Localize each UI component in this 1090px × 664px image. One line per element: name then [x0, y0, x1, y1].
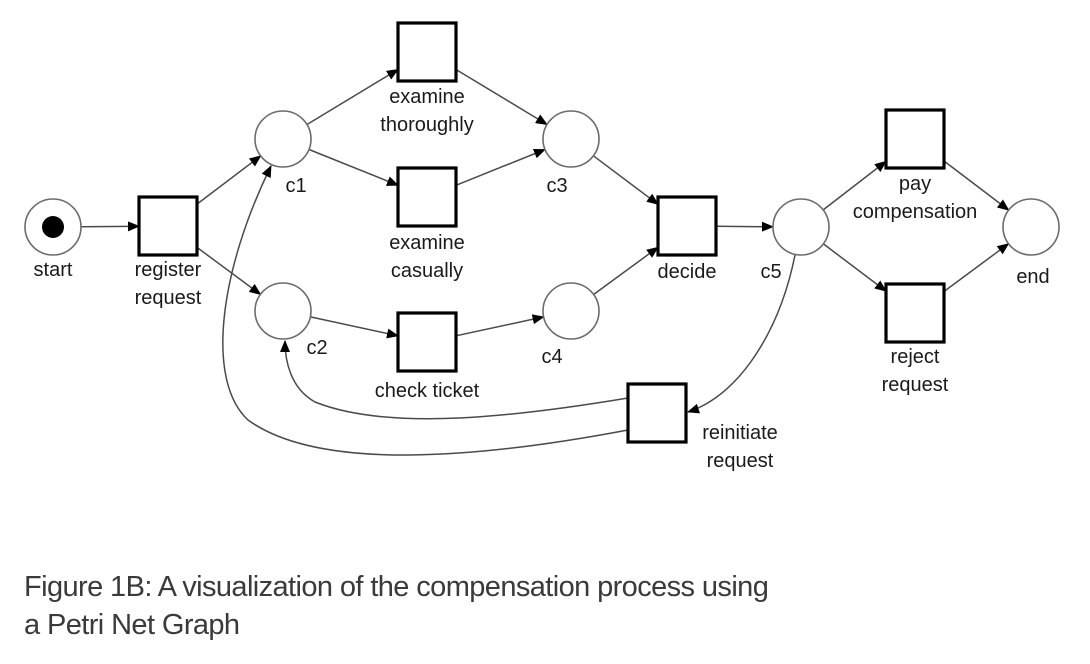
place-label: c4 — [541, 346, 562, 368]
arc-pay-to-end — [943, 160, 1010, 211]
place-c4[interactable]: c4 — [541, 282, 600, 368]
arc-examine-casually-to-c3 — [455, 148, 546, 186]
arc-examine-thoroughly-to-c3 — [455, 68, 548, 126]
place-label: c2 — [306, 337, 327, 359]
arc-c3-to-decide — [592, 155, 659, 205]
transition-label: reinitiate — [702, 422, 778, 444]
transition-label: request — [135, 287, 202, 309]
transition-label: decide — [658, 261, 717, 283]
place-c5[interactable]: c5 — [760, 198, 830, 283]
transition-reinitiate[interactable]: reinitiate request — [626, 382, 778, 472]
arc-c2-to-check-ticket — [310, 316, 399, 339]
arc-c1-to-examine-thoroughly — [306, 68, 399, 126]
place-circle[interactable] — [772, 198, 830, 256]
place-circle[interactable] — [254, 282, 312, 340]
arc-c1-to-examine-casually — [308, 148, 399, 186]
transition-box[interactable] — [396, 166, 458, 228]
transition-label: check ticket — [375, 380, 480, 402]
place-label: start — [34, 259, 73, 281]
place-circle[interactable] — [254, 110, 312, 168]
place-c1[interactable]: c1 — [254, 110, 312, 197]
transition-pay[interactable]: pay compensation — [853, 108, 978, 223]
place-c2[interactable]: c2 — [254, 282, 328, 359]
transition-label: thoroughly — [380, 114, 473, 136]
place-label: c3 — [546, 175, 567, 197]
caption-line-2: a Petri Net Graph — [24, 609, 240, 641]
transition-check-ticket[interactable]: check ticket — [375, 311, 480, 402]
place-c3[interactable]: c3 — [542, 110, 600, 197]
place-label: c1 — [285, 175, 306, 197]
place-circle[interactable] — [1002, 198, 1060, 256]
transition-register[interactable]: register request — [135, 195, 202, 309]
transition-box[interactable] — [396, 21, 458, 83]
transition-box[interactable] — [884, 108, 946, 170]
transition-box[interactable] — [626, 382, 688, 444]
place-end[interactable]: end — [1002, 198, 1060, 288]
token — [42, 216, 64, 238]
transition-box[interactable] — [884, 282, 946, 344]
transition-decide[interactable]: decide — [656, 195, 718, 283]
arc-c5-to-reject — [822, 243, 887, 292]
arc-start-to-register — [80, 221, 140, 232]
arc-reinitiate-to-c1 — [222, 165, 629, 456]
petri-net-diagram: start c1 c2 c3 c4 c5 end register request examine… — [24, 21, 1060, 472]
arc-check-ticket-to-c4 — [455, 314, 545, 337]
caption-line-1: Figure 1B: A visualization of the compen… — [24, 571, 769, 603]
place-label: end — [1016, 266, 1049, 288]
figure-caption: Figure 1B: A visualization of the compen… — [24, 568, 1024, 644]
transition-label: register — [135, 259, 202, 281]
arc-register-to-c2 — [196, 246, 262, 296]
transition-examine-thoroughly[interactable]: examine thoroughly — [380, 21, 474, 136]
arc-register-to-c1 — [196, 155, 262, 205]
arc-c4-to-decide — [593, 246, 659, 296]
place-start[interactable]: start — [24, 198, 82, 281]
arc-reinitiate-to-c2 — [280, 340, 629, 420]
arc-reject-to-end — [943, 243, 1010, 293]
arcs-layer — [80, 68, 1010, 456]
nodes-layer: start c1 c2 c3 c4 c5 end register request examine… — [24, 21, 1060, 472]
place-circle[interactable] — [542, 282, 600, 340]
transition-box[interactable] — [656, 195, 718, 257]
transition-label: reject — [891, 346, 940, 368]
transition-label: casually — [391, 260, 463, 282]
place-label: c5 — [760, 261, 781, 283]
transition-label: examine — [389, 86, 465, 108]
transition-examine-casually[interactable]: examine casually — [389, 166, 465, 282]
transition-label: pay — [899, 173, 931, 195]
transition-box[interactable] — [396, 311, 458, 373]
transition-box[interactable] — [137, 195, 199, 257]
place-circle[interactable] — [542, 110, 600, 168]
transition-label: request — [882, 374, 949, 396]
arc-c5-to-reinitiate — [687, 254, 796, 414]
transition-reject[interactable]: reject request — [882, 282, 949, 396]
transition-label: compensation — [853, 201, 978, 223]
arc-decide-to-c5 — [715, 221, 774, 232]
transition-label: examine — [389, 232, 465, 254]
transition-label: request — [707, 450, 774, 472]
arc-c5-to-pay — [822, 160, 887, 211]
